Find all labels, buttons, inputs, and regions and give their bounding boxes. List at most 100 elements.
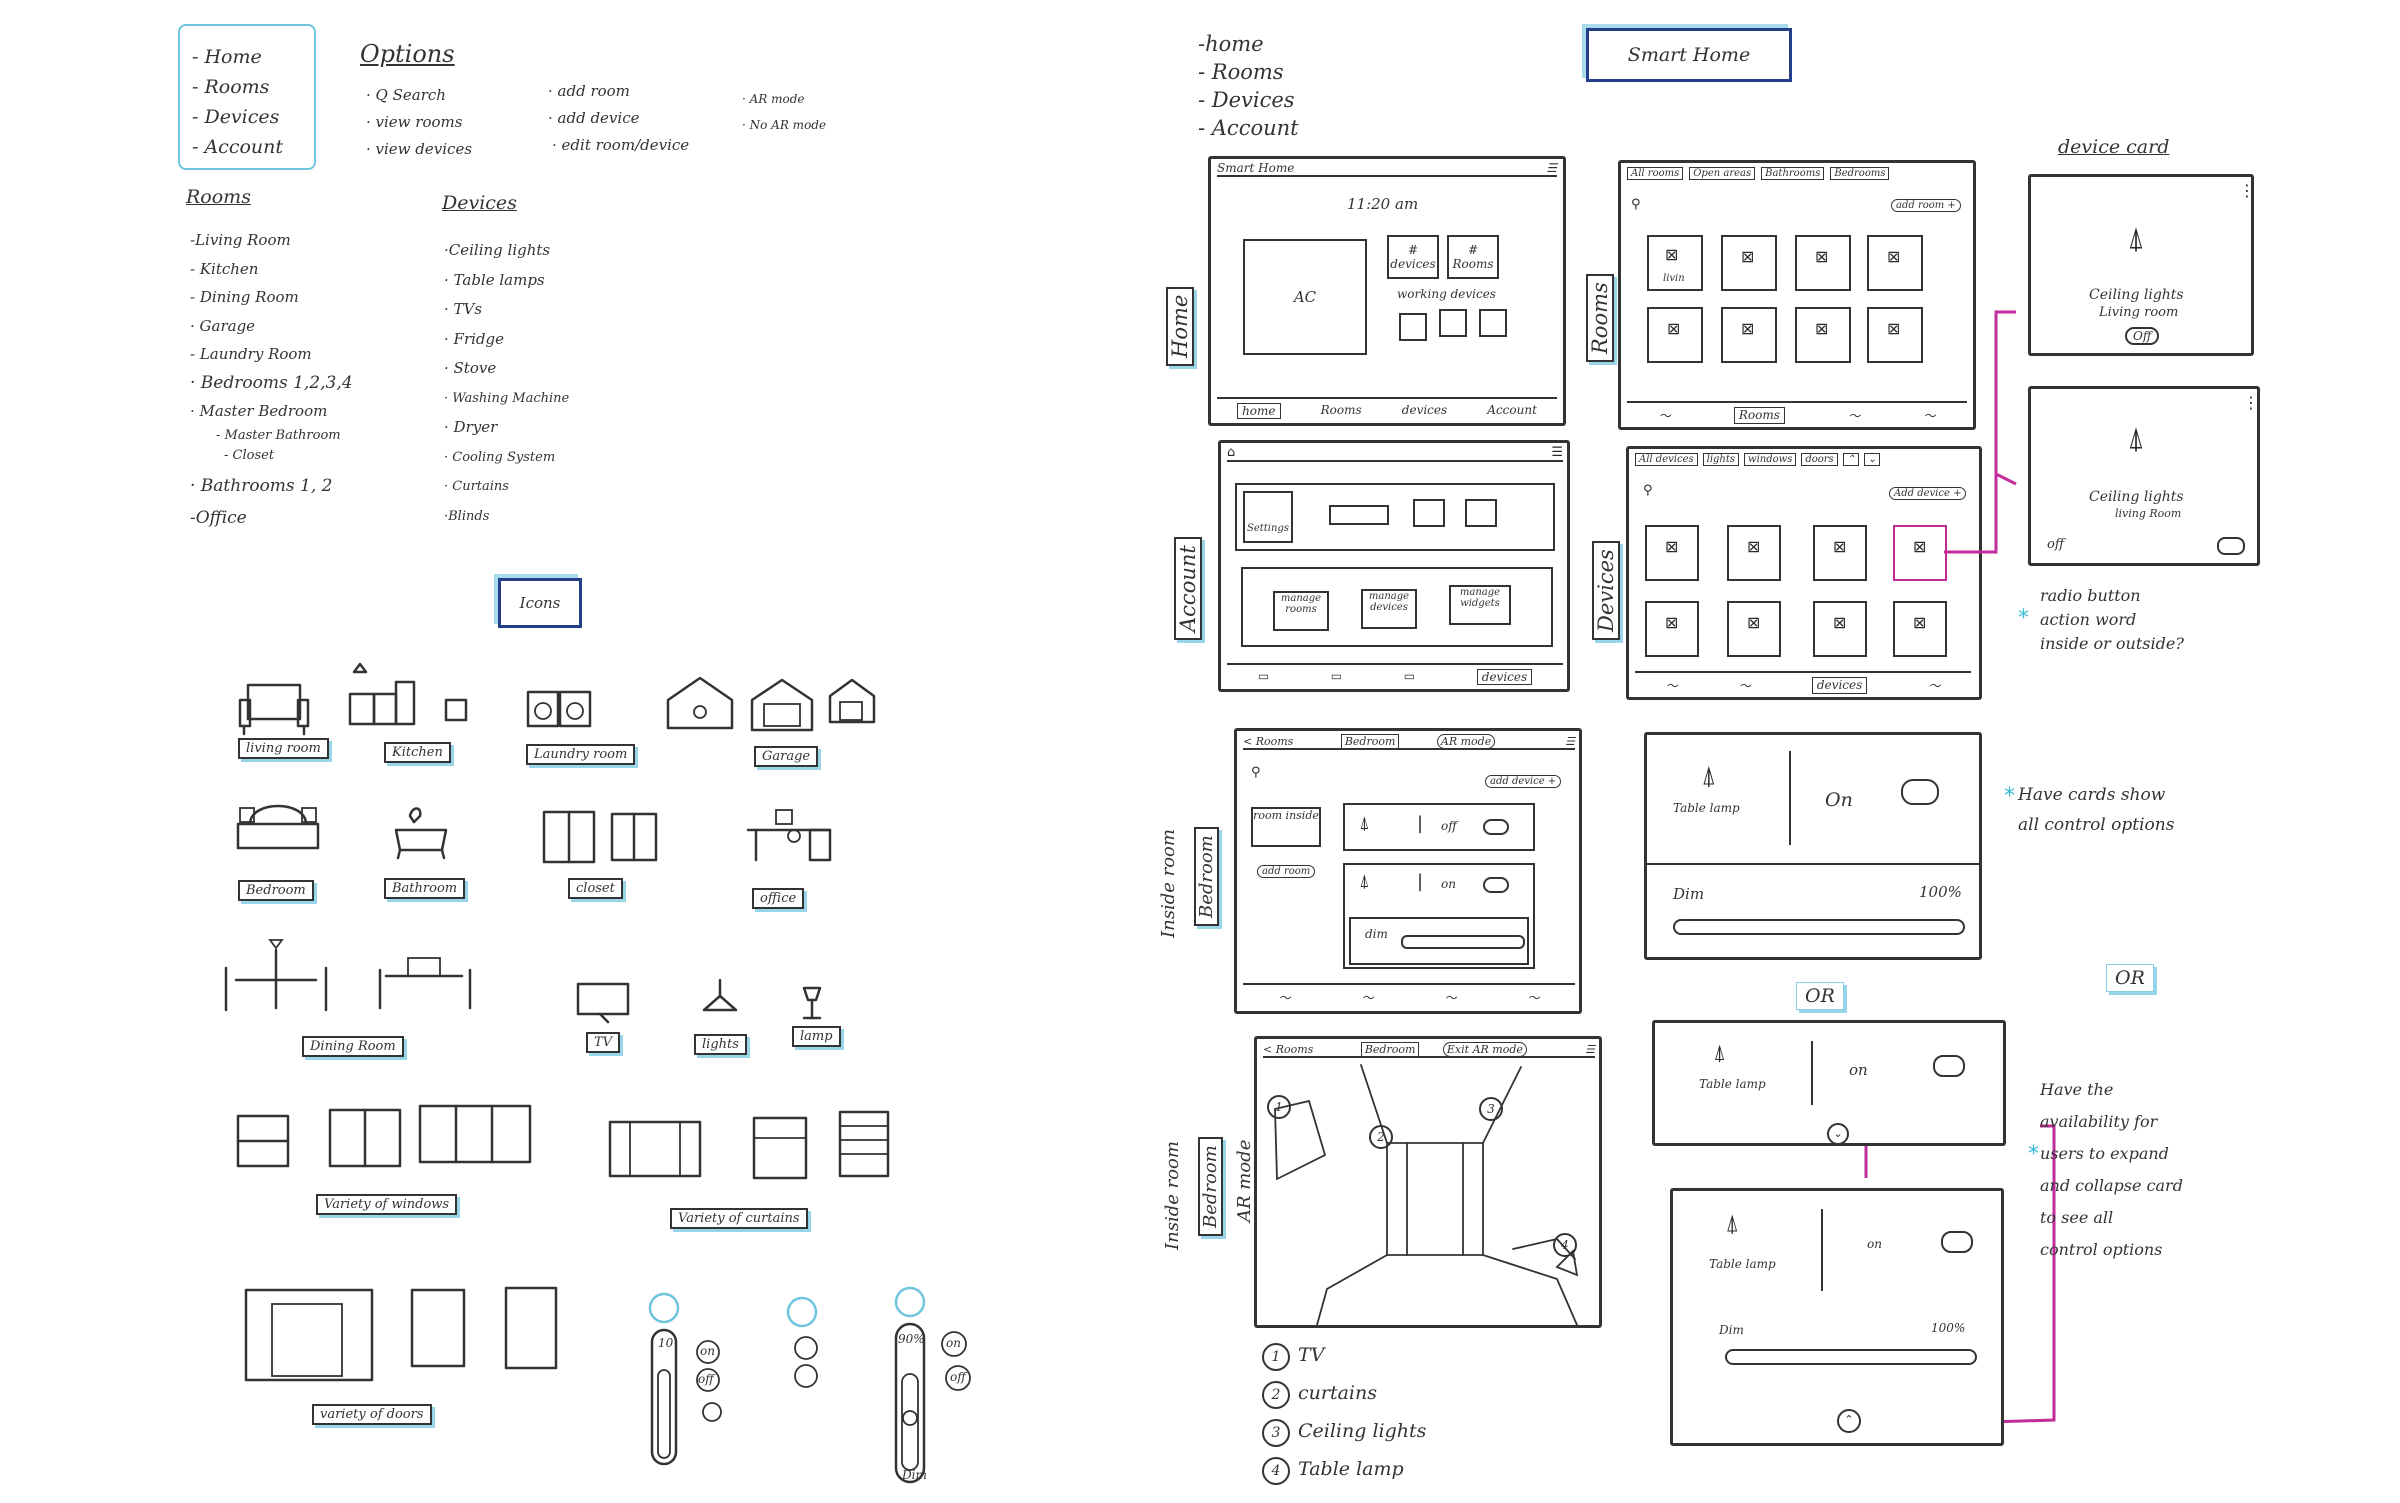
expanded-device-card[interactable]: ⍋ Table lamp on Dim 100% ⌃ (1670, 1188, 2004, 1446)
device-row-1-toggle[interactable] (1483, 819, 1509, 835)
device-tile[interactable]: ⊠ (1893, 601, 1947, 657)
room-tile[interactable]: ⊠ (1795, 307, 1851, 363)
tab-account[interactable]: Account (1487, 403, 1537, 417)
tab-home[interactable]: home (1237, 403, 1281, 419)
more-icon[interactable]: ⋮ (2243, 393, 2259, 412)
more-icon[interactable]: ⋮ (2239, 181, 2255, 200)
room-tile[interactable]: ⊠ (1647, 307, 1703, 363)
ar-marker-1[interactable]: 1 (1267, 1095, 1291, 1119)
device-tile[interactable]: ⊠ (1727, 601, 1781, 657)
manage-widgets-button[interactable]: manage widgets (1449, 585, 1511, 625)
expanded-card-dim-slider[interactable] (1725, 1349, 1977, 1365)
bedroom-tab[interactable]: Bedroom (1340, 734, 1400, 749)
tab-devices[interactable]: devices (1811, 677, 1868, 694)
bedroom-tab[interactable]: Bedroom (1360, 1042, 1420, 1057)
ar-mode-button[interactable]: AR mode (1436, 734, 1496, 749)
device-tile[interactable]: ⊠ (1645, 601, 1699, 657)
device-tile[interactable]: ⊠ (1813, 601, 1867, 657)
device-card-2[interactable]: ⋮ ⍋ Ceiling lights living Room off (2028, 386, 2260, 566)
search-icon[interactable]: ⚲ (1631, 197, 1641, 212)
device-row-2-toggle[interactable] (1483, 877, 1509, 893)
tab-devices[interactable]: devices (1476, 669, 1533, 685)
menu-icon[interactable]: ☰ (1551, 445, 1563, 460)
room-tile[interactable]: ⊠ (1721, 235, 1777, 291)
device-tile[interactable]: ⊠ (1727, 525, 1781, 581)
add-room-button[interactable]: add room (1257, 865, 1316, 878)
filter-open-areas[interactable]: Open areas (1689, 167, 1756, 180)
tab-3[interactable]: 〜 (1848, 409, 1861, 423)
expand-chevron-icon[interactable]: ⌄ (1827, 1123, 1849, 1145)
ar-marker-3[interactable]: 3 (1479, 1097, 1503, 1121)
tab-1[interactable]: 〜 (1278, 991, 1291, 1005)
tab-3[interactable]: 〜 (1444, 991, 1457, 1005)
menu-icon[interactable]: ☰ (1565, 735, 1575, 748)
device-tile[interactable]: ⊠ (1645, 525, 1699, 581)
room-tile[interactable]: ⊠ (1867, 235, 1923, 291)
filter-windows[interactable]: windows (1744, 453, 1797, 466)
big-device-card[interactable]: ⍋ Table lamp On Dim 100% (1644, 732, 1982, 960)
device-row-2-expanded[interactable]: ⍋ | on dim (1343, 863, 1535, 969)
add-device-button[interactable]: add device + (1485, 775, 1562, 788)
tab-1[interactable]: ▭ (1257, 669, 1270, 683)
exit-ar-mode-button[interactable]: Exit AR mode (1442, 1042, 1527, 1057)
dim-slider[interactable] (1401, 935, 1525, 949)
filter-more-1[interactable]: ⌃ (1842, 453, 1860, 466)
menu-icon[interactable]: ☰ (1546, 161, 1557, 175)
big-card-dim-slider[interactable] (1673, 919, 1965, 935)
collapsed-card-toggle[interactable] (1933, 1055, 1965, 1077)
filter-all-devices[interactable]: All devices (1635, 453, 1698, 466)
filter-bathrooms[interactable]: Bathrooms (1761, 167, 1825, 180)
tab-4[interactable]: 〜 (1923, 409, 1936, 423)
room-inside-tile[interactable]: room inside (1251, 807, 1321, 847)
add-device-button[interactable]: Add device + (1889, 487, 1967, 500)
working-device-1[interactable] (1399, 313, 1427, 341)
tab-devices[interactable]: devices (1401, 403, 1448, 417)
add-room-button[interactable]: add room + (1891, 199, 1961, 212)
device-card-1[interactable]: ⋮ ⍋ Ceiling lights Living room Off (2028, 174, 2255, 356)
tab-3[interactable]: ▭ (1403, 669, 1416, 683)
account-widget-1[interactable] (1329, 505, 1389, 525)
big-card-toggle[interactable] (1901, 779, 1939, 805)
collapsed-device-card[interactable]: ⍋ Table lamp on ⌄ (1652, 1020, 2006, 1146)
tab-1[interactable]: 〜 (1665, 679, 1678, 693)
back-to-rooms-link[interactable]: < Rooms (1243, 735, 1294, 748)
device-row-1[interactable]: ⍋ | off (1343, 803, 1535, 851)
menu-icon[interactable]: ☰ (1585, 1043, 1595, 1056)
tab-4[interactable]: 〜 (1527, 991, 1540, 1005)
ar-marker-4[interactable]: 4 (1553, 1233, 1577, 1257)
filter-doors[interactable]: doors (1801, 453, 1838, 466)
search-icon[interactable]: ⚲ (1643, 483, 1653, 498)
tab-rooms[interactable]: Rooms (1320, 403, 1362, 417)
manage-rooms-button[interactable]: manage rooms (1273, 591, 1329, 631)
home-icon[interactable]: ⌂ (1227, 445, 1236, 460)
devices-count-tile[interactable]: # devices (1387, 235, 1439, 279)
rooms-count-tile[interactable]: # Rooms (1447, 235, 1499, 279)
working-device-3[interactable] (1479, 309, 1507, 337)
filter-bedrooms[interactable]: Bedrooms (1830, 167, 1890, 180)
device-tile[interactable]: ⊠ (1813, 525, 1867, 581)
working-device-2[interactable] (1439, 309, 1467, 337)
back-to-rooms-link[interactable]: < Rooms (1263, 1043, 1314, 1056)
search-icon[interactable]: ⚲ (1251, 765, 1261, 780)
filter-lights[interactable]: lights (1702, 453, 1740, 466)
tab-2[interactable]: ▭ (1330, 669, 1343, 683)
tab-rooms[interactable]: Rooms (1733, 407, 1785, 424)
filter-more-2[interactable]: ⌄ (1864, 453, 1881, 466)
tab-1[interactable]: 〜 (1658, 409, 1671, 423)
manage-devices-button[interactable]: manage devices (1361, 589, 1417, 629)
room-tile[interactable]: ⊠ (1795, 235, 1851, 291)
device-card-1-off-button[interactable]: Off (2125, 327, 2160, 345)
ar-marker-2[interactable]: 2 (1369, 1125, 1393, 1149)
account-widget-3[interactable] (1465, 499, 1497, 527)
room-tile[interactable]: ⊠ (1721, 307, 1777, 363)
tab-2[interactable]: 〜 (1361, 991, 1374, 1005)
tab-2[interactable]: 〜 (1738, 679, 1751, 693)
ac-widget[interactable]: AC (1243, 239, 1367, 355)
expanded-card-toggle[interactable] (1941, 1231, 1973, 1253)
room-tile[interactable]: livin⊠ (1647, 235, 1703, 291)
tab-4[interactable]: 〜 (1928, 679, 1941, 693)
settings-tile[interactable]: Settings (1243, 491, 1293, 543)
account-widget-2[interactable] (1413, 499, 1445, 527)
room-tile[interactable]: ⊠ (1867, 307, 1923, 363)
filter-all-rooms[interactable]: All rooms (1627, 167, 1684, 180)
